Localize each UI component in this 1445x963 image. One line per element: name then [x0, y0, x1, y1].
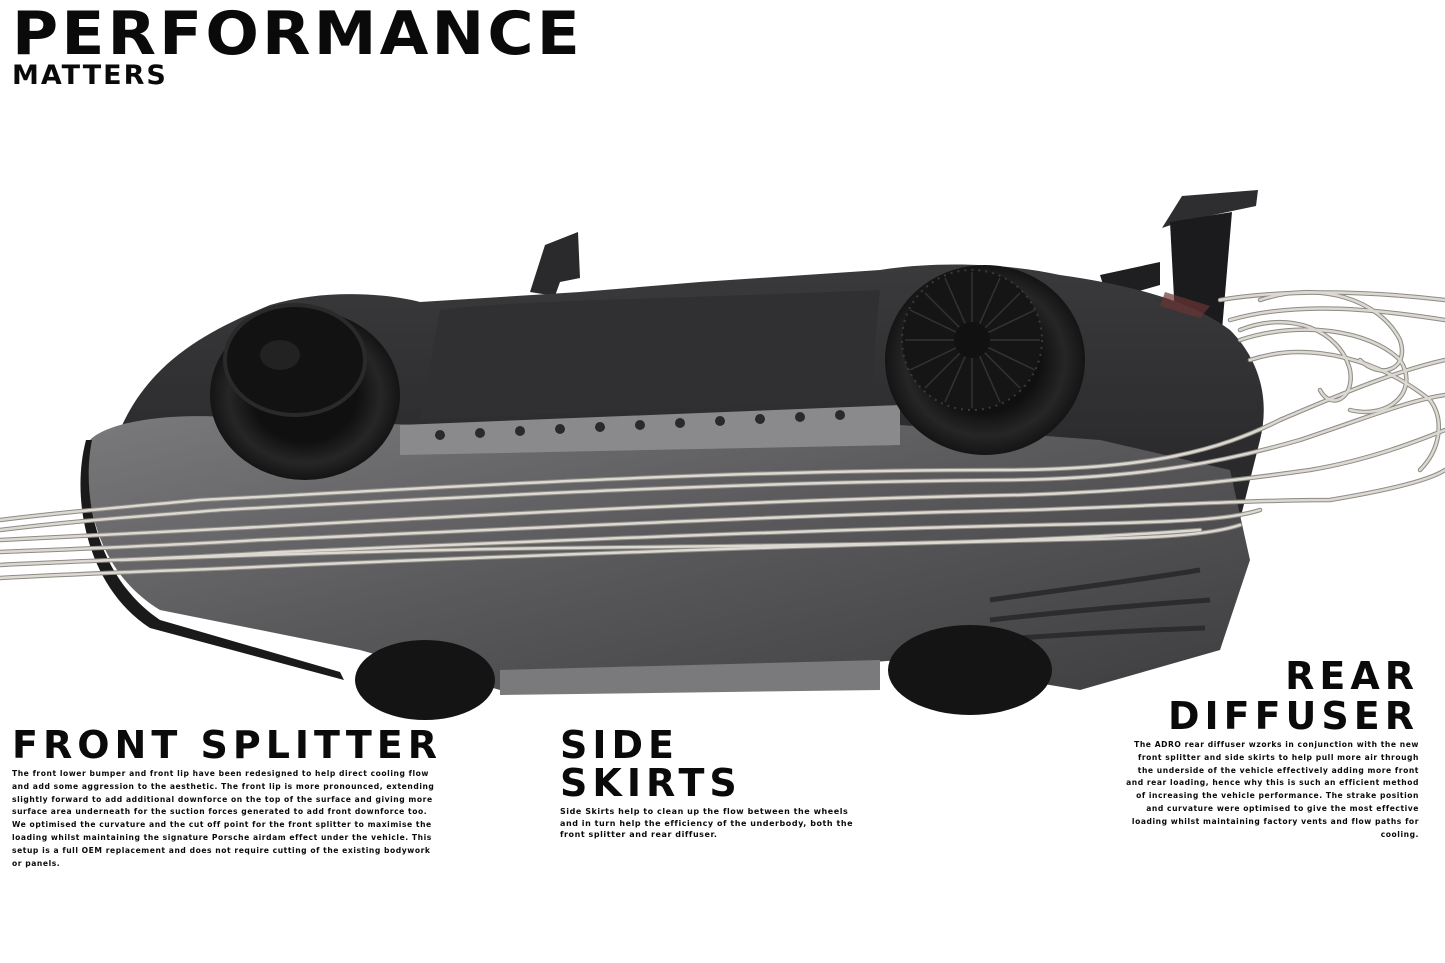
side-skirts-heading: SIDE SKIRTS: [560, 723, 742, 805]
rear-wheel: [885, 265, 1085, 455]
rear-wheel-lower: [888, 625, 1052, 715]
car-underbody-illustration: [0, 180, 1445, 720]
front-splitter-section: FRONT SPLITTER The front lower bumper an…: [12, 726, 442, 870]
tail-light: [1160, 292, 1210, 318]
rear-diffuser-heading: REAR DIFFUSER: [1119, 656, 1419, 736]
side-skirt-rail: [400, 405, 900, 455]
front-splitter-heading: FRONT SPLITTER: [12, 723, 442, 767]
rear-diffuser-heading-line2: DIFFUSER: [1167, 694, 1419, 738]
rear-diffuser-heading-line1: REAR: [1285, 654, 1419, 698]
side-skirt-lower: [500, 660, 880, 695]
page-subtitle: MATTERS: [12, 60, 168, 91]
rear-diffuser-section: REAR DIFFUSER The ADRO rear diffuser wzo…: [1119, 656, 1419, 841]
front-splitter-description: The front lower bumper and front lip hav…: [12, 769, 435, 868]
skirt-bolts: [435, 410, 845, 440]
front-splitter-edge: [80, 440, 345, 680]
car-illustration-svg: [0, 190, 1445, 720]
page-header: PERFORMANCE MATTERS: [12, 4, 580, 91]
front-wheel: [210, 303, 400, 480]
side-mirror: [530, 232, 580, 296]
airflow-streamlines: [0, 289, 1445, 581]
rear-diffuser-description: The ADRO rear diffuser wzorks in conjunc…: [1126, 740, 1419, 839]
front-wheel-lower: [355, 640, 495, 720]
page-title: PERFORMANCE: [12, 0, 583, 69]
side-skirts-section: SIDE SKIRTS Side Skirts help to clean up…: [560, 726, 870, 841]
side-skirts-description: Side Skirts help to clean up the flow be…: [560, 807, 854, 839]
